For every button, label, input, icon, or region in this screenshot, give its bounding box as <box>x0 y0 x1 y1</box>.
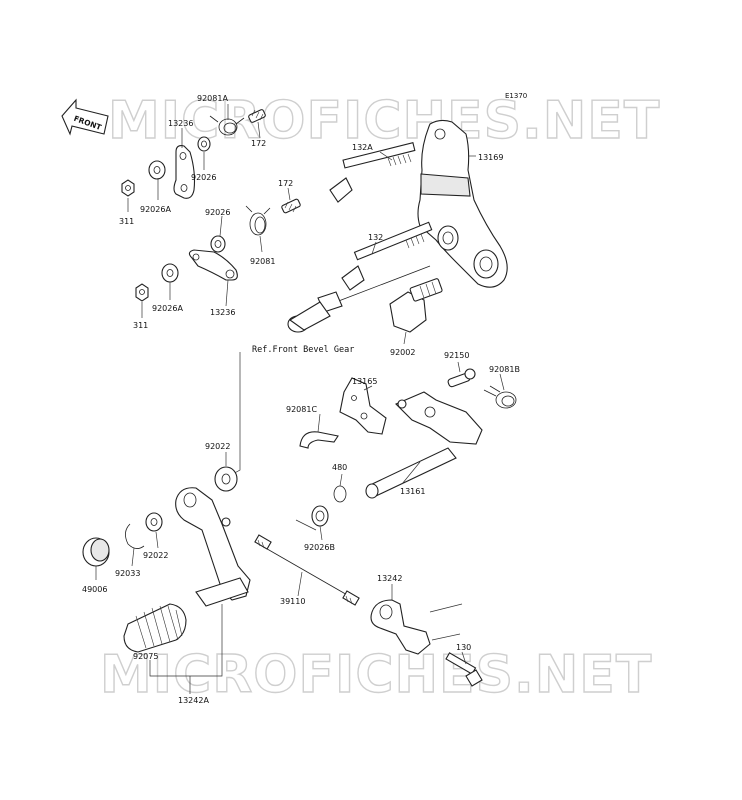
label-92075: 92075 <box>133 652 158 661</box>
plate-13165-icon <box>339 377 387 435</box>
bolt-92002-icon <box>389 278 443 333</box>
label-92033: 92033 <box>115 569 140 578</box>
part-labels: 92081A 13236 172 92026 311 92026A 172 92… <box>82 94 520 705</box>
pin-172-top-icon <box>248 109 266 123</box>
ref-lead-line <box>217 352 241 483</box>
ref-front-bevel-gear-note: Ref.Front Bevel Gear <box>252 345 354 355</box>
label-13169: 13169 <box>478 153 503 162</box>
link-13236-top-icon <box>173 145 196 199</box>
label-92081: 92081 <box>250 257 275 266</box>
pin-172-mid-icon <box>281 198 301 214</box>
washer-92022-left-icon <box>145 512 163 532</box>
circlip-480-icon <box>333 485 347 503</box>
label-13242: 13242 <box>377 574 402 583</box>
washer-92026-mid-icon <box>210 235 226 253</box>
bolt-132-icon <box>341 221 433 291</box>
label-49006: 49006 <box>82 585 107 594</box>
nut-311-bottom-icon <box>135 283 149 302</box>
bolt-130-icon <box>445 652 483 687</box>
label-13236-bottom: 13236 <box>210 308 235 317</box>
label-172-mid: 172 <box>278 179 293 188</box>
label-480: 480 <box>332 463 347 472</box>
lever-13242-icon <box>370 599 463 655</box>
label-92081B: 92081B <box>489 365 520 374</box>
spring-92081-icon <box>245 205 271 236</box>
nut-311-top-icon <box>121 179 135 197</box>
label-92026-mid: 92026 <box>205 208 230 217</box>
label-39110: 39110 <box>280 597 305 606</box>
spring-92081B-icon <box>483 385 517 409</box>
washer-92026A-bottom-icon <box>161 263 179 283</box>
label-92022-left: 92022 <box>143 551 168 560</box>
label-132: 132 <box>368 233 383 242</box>
rod-39110-icon <box>254 534 360 606</box>
bracket-13169-icon <box>417 119 508 288</box>
washer-92026B-icon <box>295 505 329 531</box>
leader-lines <box>95 104 505 694</box>
label-92022-top: 92022 <box>205 442 230 451</box>
label-311-top: 311 <box>119 217 134 226</box>
clip-92081C-icon <box>299 431 339 449</box>
label-92026B: 92026B <box>304 543 335 552</box>
label-92026-top: 92026 <box>191 173 216 182</box>
label-92026A-bottom: 92026A <box>152 304 183 313</box>
bolt-132A-icon <box>329 142 416 203</box>
label-92081C: 92081C <box>286 405 317 414</box>
washer-92022-top-icon <box>214 466 238 492</box>
label-13161: 13161 <box>400 487 425 496</box>
diagram-code: E1370 <box>505 92 527 100</box>
watermark-bottom: MICROFICHES.NET <box>100 645 652 705</box>
label-13165: 13165 <box>352 377 377 386</box>
label-92081A: 92081A <box>197 94 228 103</box>
label-172-top: 172 <box>251 139 266 148</box>
pedal-rubber-92075-icon <box>123 603 187 653</box>
shaft-ref-icon <box>287 265 431 333</box>
link-13236-bottom-icon <box>188 249 238 281</box>
label-92150: 92150 <box>444 351 469 360</box>
circlip-92033-icon <box>125 523 145 549</box>
washer-92026-top-icon <box>197 136 211 152</box>
label-132A: 132A <box>352 143 373 152</box>
washer-92026A-top-icon <box>148 160 166 180</box>
label-13236-top: 13236 <box>168 119 193 128</box>
pin-92150-icon <box>447 368 476 388</box>
front-arrow-icon: FRONT <box>61 98 109 136</box>
shaft-13161-icon <box>365 391 483 499</box>
label-92026A-top: 92026A <box>140 205 171 214</box>
cap-49006-icon <box>82 537 110 567</box>
label-130: 130 <box>456 643 471 652</box>
label-13242A: 13242A <box>178 696 209 705</box>
shift-lever-13242A-icon <box>175 487 251 607</box>
label-92002: 92002 <box>390 348 415 357</box>
label-311-bottom: 311 <box>133 321 148 330</box>
